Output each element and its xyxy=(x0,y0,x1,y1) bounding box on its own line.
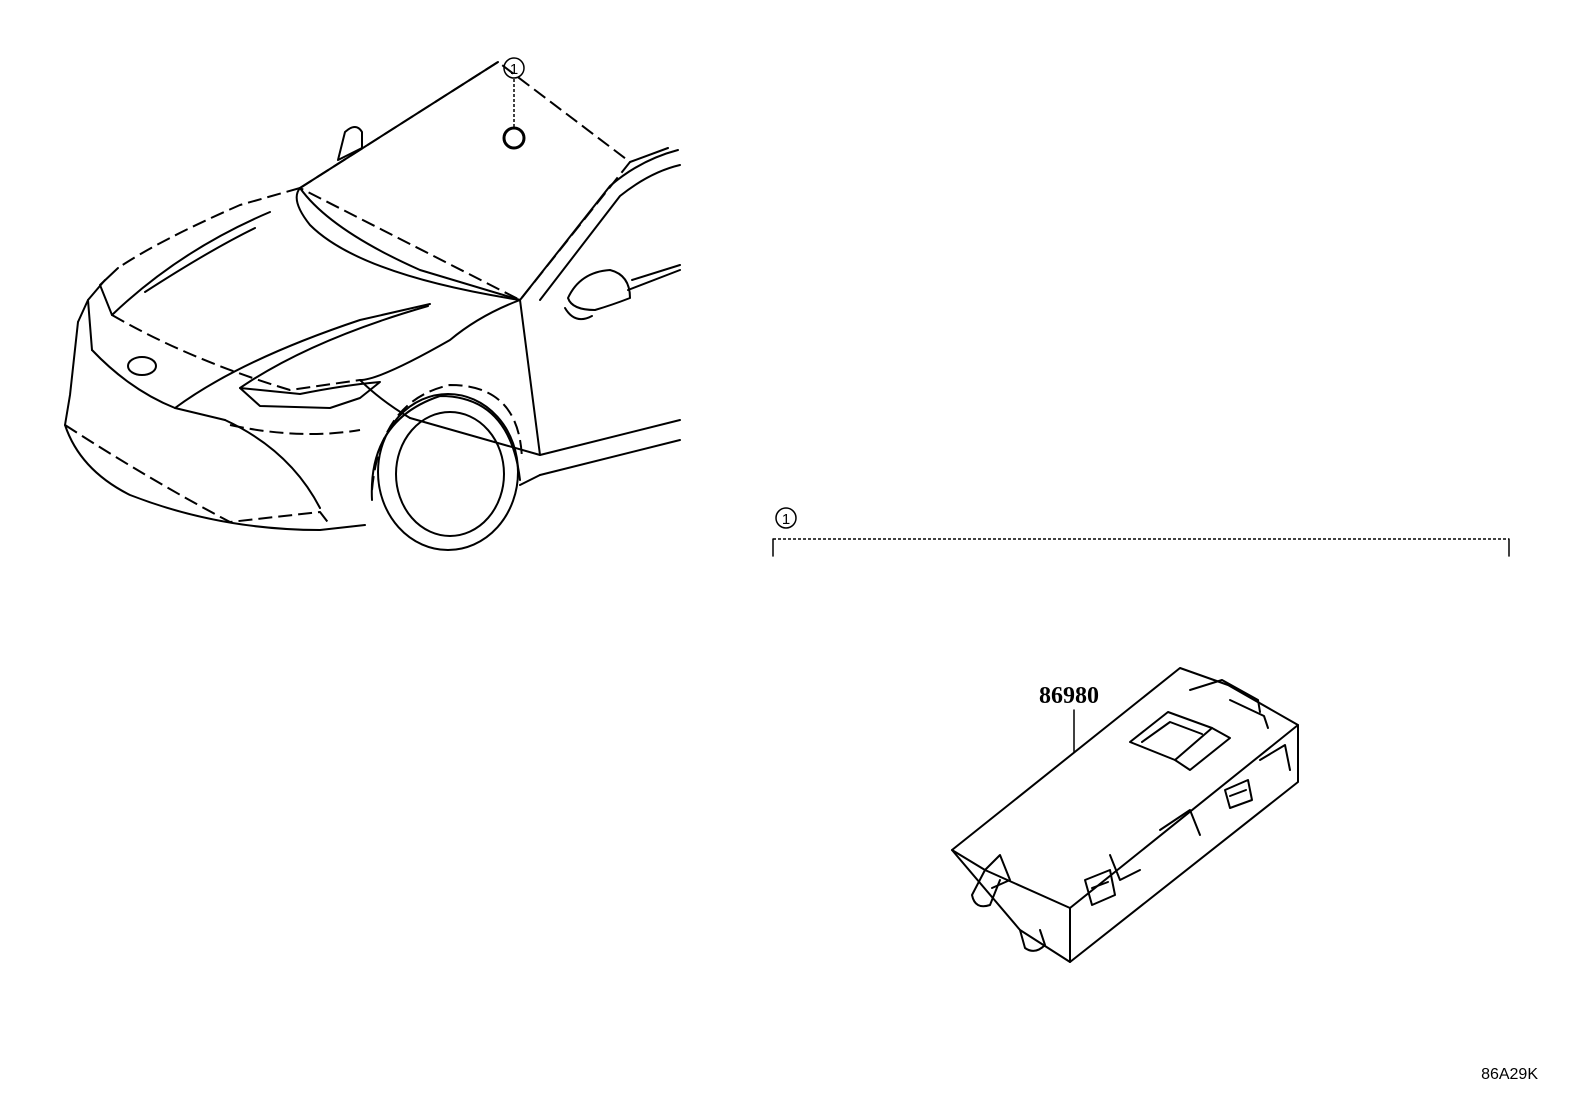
figure-reference-code: 86A29K xyxy=(1481,1066,1538,1083)
windshield-callout: 1 xyxy=(502,57,526,150)
group-bracket: 1 xyxy=(772,507,1510,557)
part-number-label: 86980 xyxy=(1039,683,1099,709)
module-part-drawing xyxy=(951,667,1299,963)
callout-number: 1 xyxy=(510,61,518,78)
module-part-label: 86980 xyxy=(1039,683,1099,753)
car-front-illustration xyxy=(64,61,681,551)
sensor-location-marker xyxy=(502,126,526,150)
group-callout-number: 1 xyxy=(782,511,790,528)
